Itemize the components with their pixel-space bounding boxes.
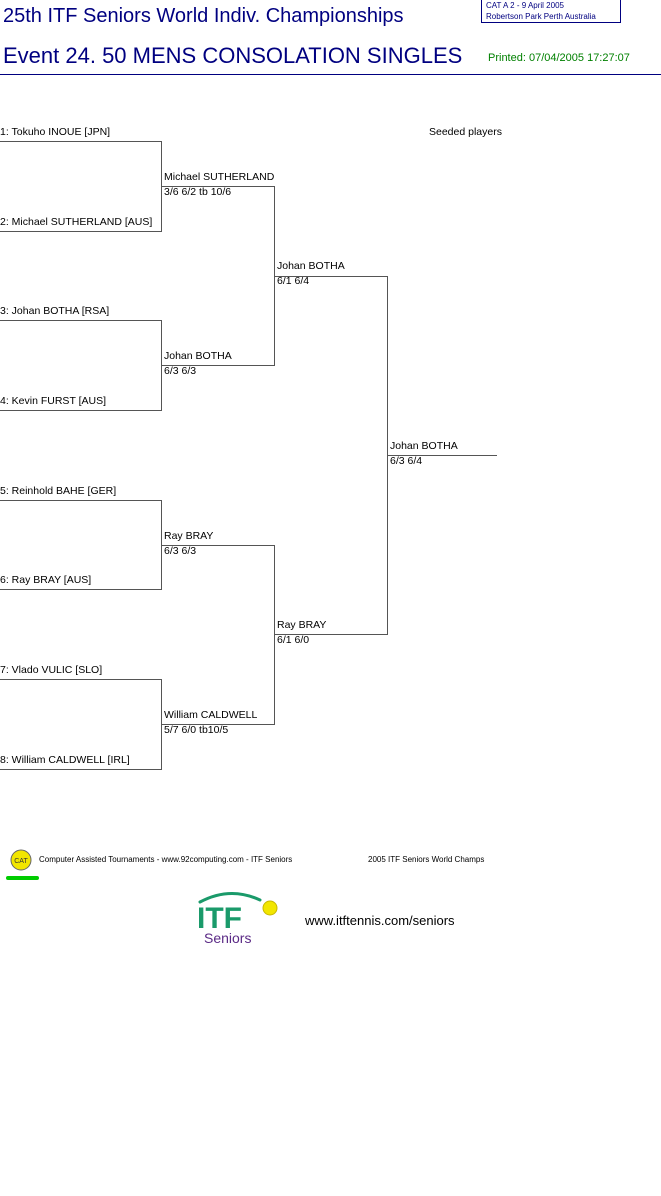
- r1-player-3: 3: Johan BOTHA [RSA]: [0, 305, 110, 317]
- r2-winner-3-score: 6/3 6/3: [164, 545, 197, 557]
- r1-line-6: [0, 589, 161, 590]
- r1-player-8: 8: William CALDWELL [IRL]: [0, 754, 130, 766]
- r3-line-2: [275, 634, 387, 635]
- final-winner-score: 6/3 6/4: [390, 455, 423, 467]
- final-winner-name: Johan BOTHA: [390, 440, 458, 452]
- r3-winner-2-score: 6/1 6/0: [277, 634, 310, 646]
- r2-line-1: [162, 186, 274, 187]
- r3-line-1: [275, 276, 387, 277]
- itf-logo-icon: ITF Seniors: [197, 891, 278, 946]
- r3-winner-1-name: Johan BOTHA: [277, 260, 345, 272]
- r1-connector-b: [161, 320, 162, 411]
- r3-connector: [387, 276, 388, 635]
- info-venue: Robertson Park Perth Australia: [486, 12, 596, 21]
- final-line: [388, 455, 497, 456]
- r2-line-2: [162, 365, 274, 366]
- r1-line-1: [0, 141, 161, 142]
- r2-winner-2-score: 6/3 6/3: [164, 365, 197, 377]
- itf-logo-subtext: Seniors: [204, 930, 251, 946]
- cat-logo-text: CAT: [14, 858, 28, 865]
- tournament-title: 25th ITF Seniors World Indiv. Championsh…: [3, 5, 404, 27]
- r1-player-4: 4: Kevin FURST [AUS]: [0, 395, 107, 407]
- cat-logo: CAT: [6, 847, 40, 883]
- r1-player-7: 7: Vlado VULIC [SLO]: [0, 664, 103, 676]
- printed-timestamp: Printed: 07/04/2005 17:27:07: [488, 52, 630, 64]
- r1-line-2: [0, 231, 161, 232]
- r2-winner-4-score: 5/7 6/0 tb10/5: [164, 724, 229, 736]
- r1-connector-a: [161, 141, 162, 232]
- r1-connector-c: [161, 500, 162, 590]
- footer-event: 2005 ITF Seniors World Champs: [368, 855, 485, 864]
- itf-url-link[interactable]: www.itftennis.com/seniors: [305, 913, 455, 928]
- r1-player-1: 1: Tokuho INOUE [JPN]: [0, 126, 111, 138]
- r1-line-3: [0, 320, 161, 321]
- r1-line-7: [0, 679, 161, 680]
- r2-winner-2-name: Johan BOTHA: [164, 350, 232, 362]
- r1-player-6: 6: Ray BRAY [AUS]: [0, 574, 92, 586]
- r2-winner-1-name: Michael SUTHERLAND: [164, 171, 275, 183]
- itf-seniors-logo: ITF Seniors: [196, 890, 286, 948]
- r2-line-4: [162, 724, 274, 725]
- cat-logo-icon: CAT: [6, 849, 39, 880]
- r2-connector-a: [274, 186, 275, 366]
- r1-line-8: [0, 769, 161, 770]
- r2-winner-4-name: William CALDWELL: [164, 709, 258, 721]
- r1-player-5: 5: Reinhold BAHE [GER]: [0, 485, 117, 497]
- r2-connector-b: [274, 545, 275, 725]
- header-divider: [0, 74, 661, 75]
- footer-credit: Computer Assisted Tournaments - www.92co…: [39, 855, 293, 864]
- seeded-players-label: Seeded players: [429, 126, 502, 138]
- tournament-info-box: CAT A 2 - 9 April 2005 Robertson Park Pe…: [481, 0, 621, 23]
- r1-line-5: [0, 500, 161, 501]
- r2-winner-3-name: Ray BRAY: [164, 530, 214, 542]
- info-dates: CAT A 2 - 9 April 2005: [486, 1, 564, 10]
- r1-connector-d: [161, 679, 162, 770]
- r2-line-3: [162, 545, 274, 546]
- r1-player-2: 2: Michael SUTHERLAND [AUS]: [0, 216, 153, 228]
- r3-winner-1-score: 6/1 6/4: [277, 275, 310, 287]
- r2-winner-1-score: 3/6 6/2 tb 10/6: [164, 186, 232, 198]
- r1-line-4: [0, 410, 161, 411]
- r3-winner-2-name: Ray BRAY: [277, 619, 327, 631]
- event-title: Event 24. 50 MENS CONSOLATION SINGLES: [3, 43, 463, 68]
- itf-logo-text: ITF: [197, 902, 242, 935]
